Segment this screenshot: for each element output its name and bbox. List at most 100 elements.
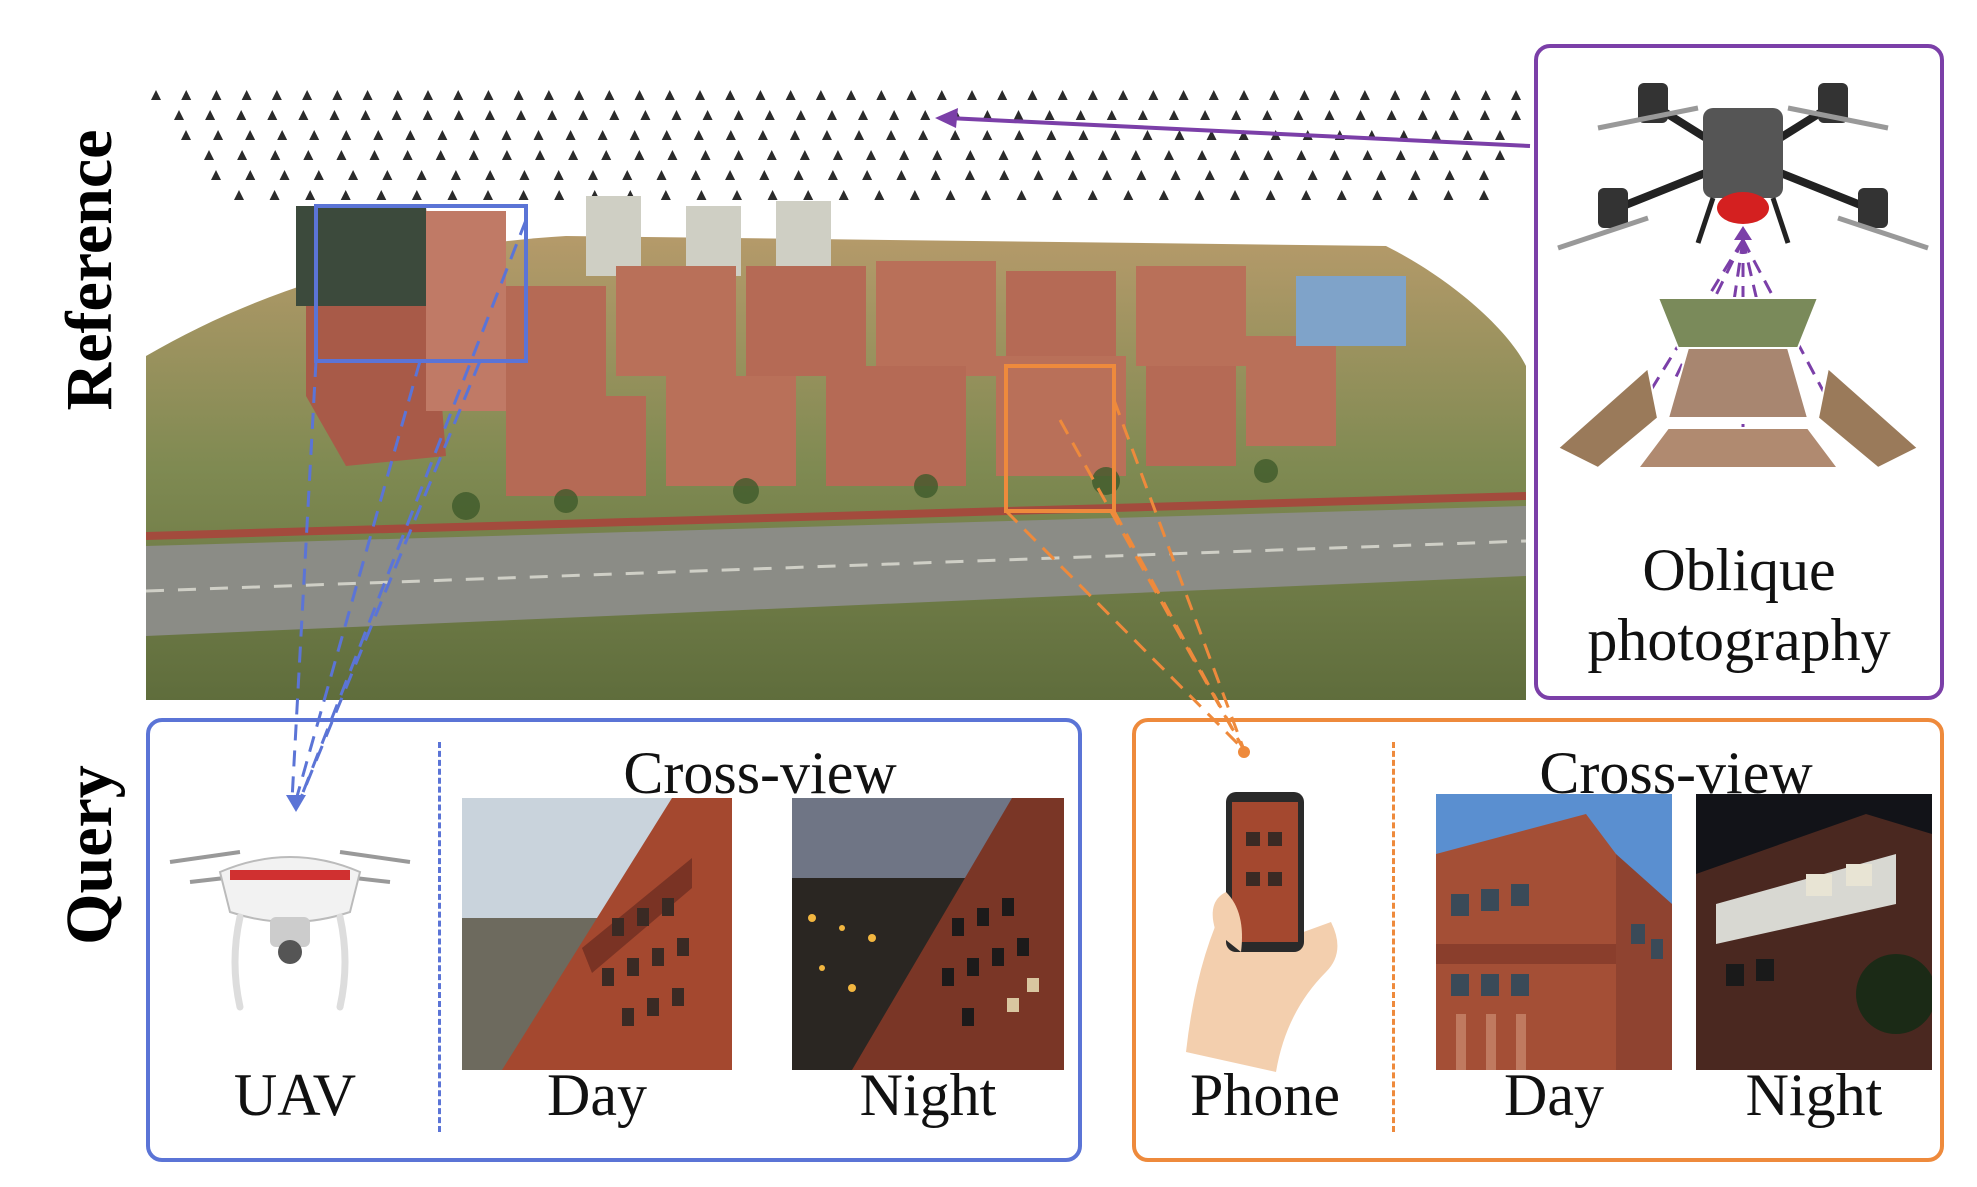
phone-query-panel: Phone Cross-view Day Night: [1132, 718, 1944, 1162]
camera-pose-marker: [484, 110, 495, 120]
camera-pose-marker: [1194, 190, 1205, 200]
camera-pose-marker: [1142, 130, 1153, 140]
camera-pose-marker: [309, 130, 320, 140]
camera-pose-marker: [553, 170, 564, 180]
camera-pose-marker: [1462, 130, 1473, 140]
camera-pose-marker: [204, 150, 214, 160]
camera-pose-marker: [269, 190, 280, 200]
oblique-label-line2: photography: [1587, 607, 1891, 673]
uav-crossview-label: Cross-view: [623, 740, 897, 806]
camera-pose-marker: [329, 110, 340, 120]
camera-pose-marker: [1046, 130, 1057, 140]
camera-pose-marker: [660, 190, 671, 200]
camera-pose-marker: [423, 90, 433, 100]
camera-pose-marker: [468, 150, 479, 160]
camera-pose-marker: [1078, 130, 1089, 140]
camera-pose-marker: [1376, 170, 1387, 180]
camera-pose-marker: [1511, 110, 1521, 120]
camera-pose-marker: [554, 190, 565, 200]
camera-pose-marker: [332, 90, 343, 100]
camera-pose-marker: [622, 170, 633, 180]
camera-pose-marker: [416, 170, 427, 180]
camera-pose-marker: [1239, 90, 1249, 100]
camera-pose-cloud: [146, 76, 1526, 206]
camera-pose-marker: [1359, 90, 1370, 100]
camera-pose-marker: [1444, 170, 1455, 180]
camera-pose-marker: [982, 130, 993, 140]
camera-pose-marker: [1386, 110, 1397, 120]
camera-pose-marker: [1087, 190, 1098, 200]
camera-pose-marker: [518, 190, 529, 200]
camera-pose-marker: [876, 90, 887, 100]
camera-pose-marker: [827, 170, 838, 180]
camera-pose-marker: [964, 170, 975, 180]
camera-pose-marker: [604, 90, 615, 100]
camera-pose-marker: [1430, 130, 1441, 140]
camera-pose-marker: [151, 90, 161, 100]
phone-divider: [1392, 742, 1395, 1132]
camera-pose-marker: [1495, 130, 1505, 140]
camera-pose-marker: [634, 150, 645, 160]
camera-pose-marker: [450, 170, 461, 180]
camera-pose-marker: [920, 110, 931, 120]
camera-pose-marker: [1511, 90, 1521, 100]
camera-pose-marker: [234, 190, 244, 200]
camera-pose-marker: [1372, 190, 1383, 200]
camera-pose-marker: [1204, 170, 1215, 180]
camera-pose-marker: [789, 130, 800, 140]
camera-pose-marker: [1448, 110, 1459, 120]
camera-pose-marker: [732, 190, 742, 200]
camera-pose-marker: [793, 170, 804, 180]
camera-pose-marker: [858, 110, 869, 120]
camera-pose-marker: [1052, 190, 1063, 200]
phone-day-photo: [1436, 794, 1672, 1070]
camera-pose-marker: [1016, 190, 1027, 200]
camera-pose-marker: [1390, 90, 1401, 100]
camera-pose-marker: [1197, 150, 1208, 160]
camera-pose-marker: [640, 110, 651, 120]
camera-pose-marker: [501, 150, 512, 160]
camera-pose-marker: [1299, 90, 1310, 100]
camera-pose-marker: [485, 170, 496, 180]
camera-pose-marker: [1355, 110, 1366, 120]
camera-pose-marker: [609, 110, 620, 120]
camera-pose-marker: [1398, 130, 1409, 140]
camera-pose-marker: [392, 90, 403, 100]
camera-pose-marker: [1238, 130, 1249, 140]
camera-pose-marker: [369, 150, 380, 160]
camera-pose-marker: [1307, 170, 1318, 180]
camera-pose-marker: [1168, 110, 1179, 120]
camera-pose-marker: [821, 130, 832, 140]
camera-pose-marker: [755, 90, 766, 100]
uav-region-box: [314, 204, 528, 363]
camera-pose-marker: [405, 130, 416, 140]
camera-pose-marker: [1230, 190, 1240, 200]
camera-pose-marker: [733, 150, 744, 160]
camera-pose-marker: [1443, 190, 1454, 200]
camera-pose-marker: [918, 130, 929, 140]
camera-pose-marker: [1057, 90, 1068, 100]
camera-pose-marker: [1450, 90, 1461, 100]
uav-day-photo: [462, 798, 732, 1070]
camera-pose-marker: [1170, 170, 1181, 180]
camera-pose-marker: [348, 170, 359, 180]
camera-pose-marker: [447, 190, 458, 200]
uav-divider: [438, 742, 441, 1132]
camera-pose-marker: [866, 150, 877, 160]
camera-pose-marker: [277, 130, 288, 140]
camera-pose-marker: [874, 190, 885, 200]
camera-pose-marker: [899, 150, 910, 160]
camera-pose-marker: [205, 110, 216, 120]
camera-pose-marker: [690, 170, 701, 180]
oblique-label-line1: Oblique: [1642, 537, 1836, 603]
camera-pose-marker: [832, 150, 843, 160]
uav-drone-icon: [169, 850, 411, 1011]
camera-pose-marker: [1200, 110, 1211, 120]
camera-pose-marker: [1044, 110, 1055, 120]
camera-pose-marker: [759, 170, 770, 180]
camera-pose-marker: [1263, 150, 1274, 160]
camera-pose-marker: [846, 90, 857, 100]
camera-pose-marker: [967, 90, 977, 100]
camera-pose-marker: [211, 90, 222, 100]
phone-night-photo: [1696, 794, 1932, 1070]
